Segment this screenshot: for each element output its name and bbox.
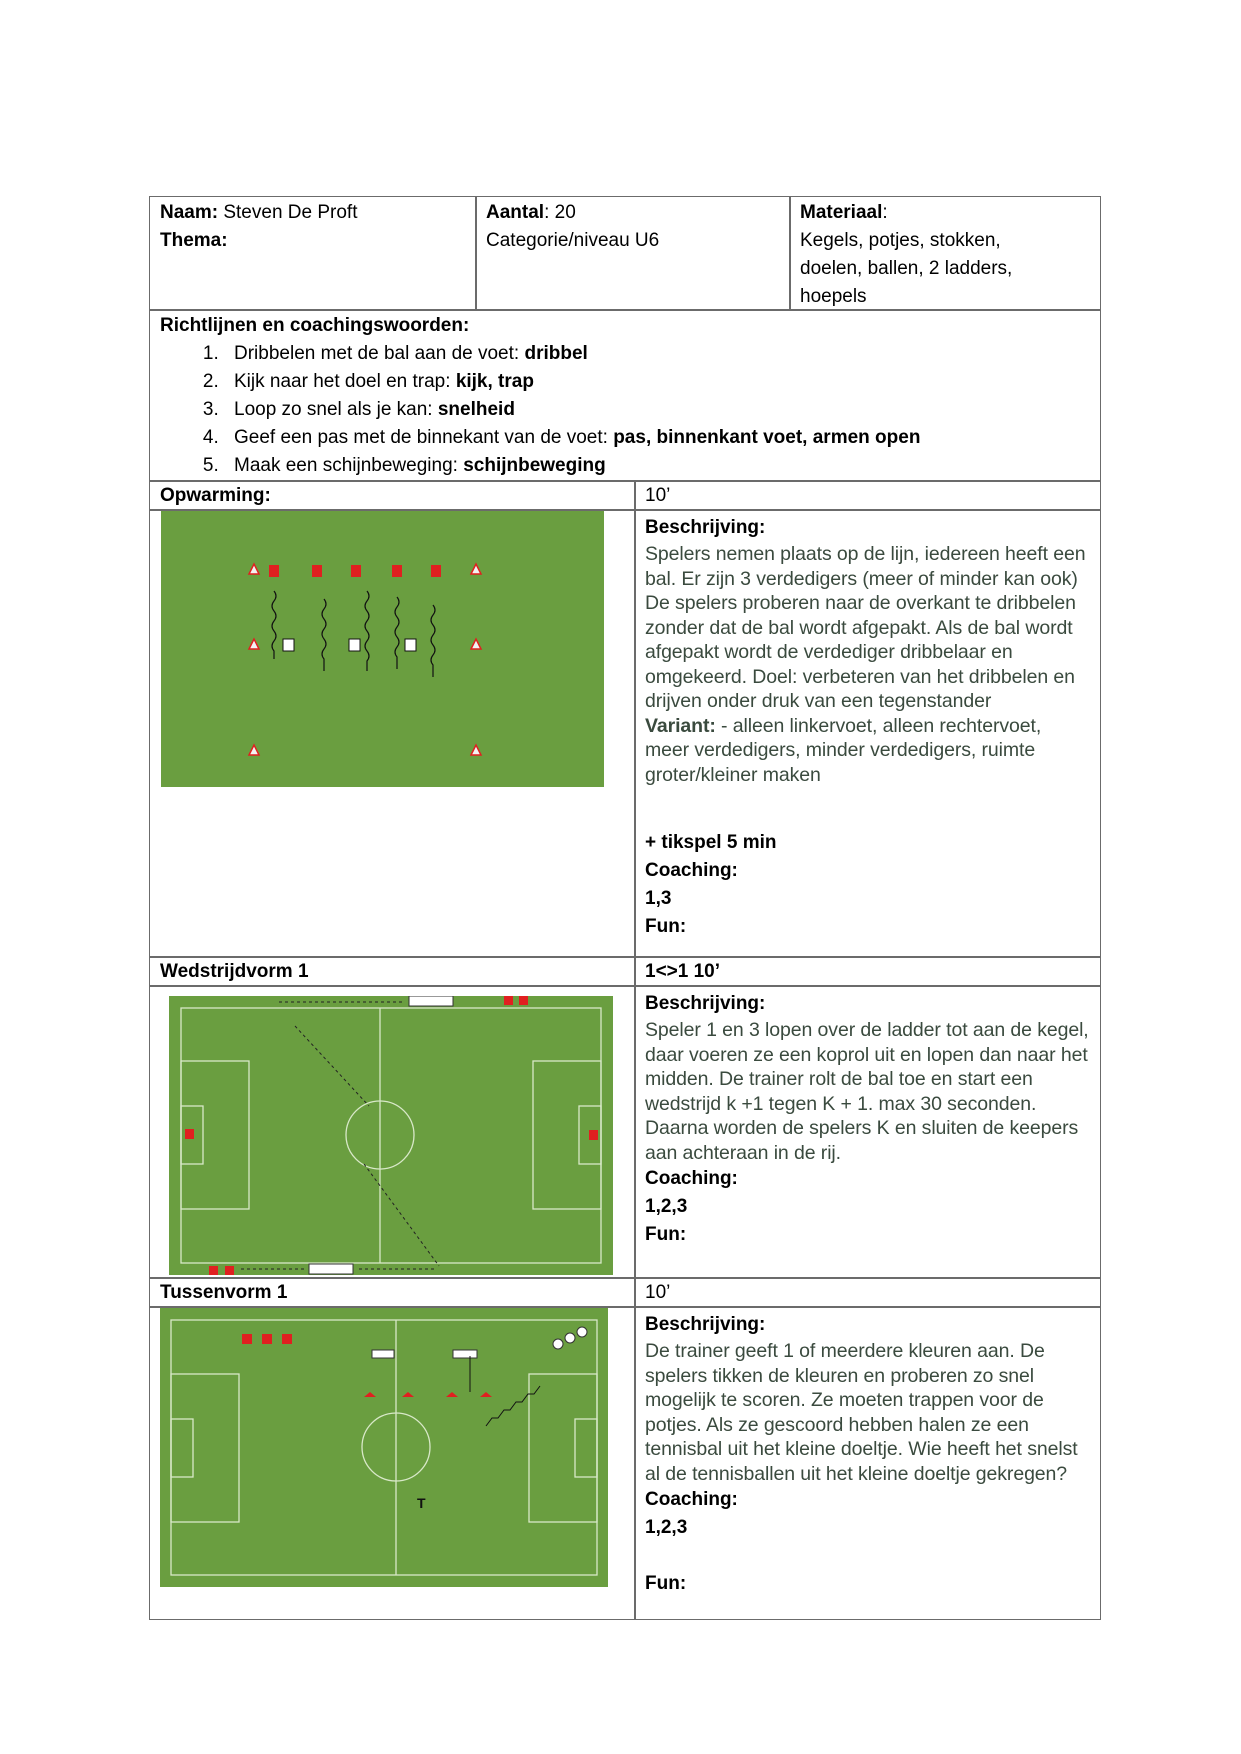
materiaal-colon: : xyxy=(882,202,888,223)
player-shirt-icons xyxy=(185,996,598,1275)
section-diagram-cell xyxy=(149,509,636,958)
categorie: Categorie/niveau U6 xyxy=(486,230,660,251)
section-title: Opwarming: xyxy=(149,480,636,511)
fun-label: Fun: xyxy=(645,916,687,937)
coaching-value: 1,3 xyxy=(645,888,672,909)
section-title: Tussenvorm 1 xyxy=(149,1277,636,1308)
naam-label: Naam: xyxy=(160,202,219,223)
section-diagram-cell xyxy=(149,985,636,1279)
defender-markers xyxy=(282,638,417,652)
color-marker-icons xyxy=(364,1392,492,1397)
pitch-background xyxy=(161,511,604,787)
beschrijving-label: Beschrijving: xyxy=(645,993,766,1014)
coaching-label: Coaching: xyxy=(645,1489,738,1510)
richtlijnen-cell: Richtlijnen en coachingswoorden: Dribbel… xyxy=(149,309,1101,482)
pitch-background xyxy=(169,996,613,1275)
ball-icons xyxy=(552,1326,588,1350)
naam-value: Steven De Proft xyxy=(223,202,358,223)
info-materiaal-cell: Materiaal: Kegels, potjes, stokken, doel… xyxy=(789,196,1101,311)
info-name-cell: Naam: Steven De Proft Thema: xyxy=(149,196,477,311)
materiaal-value: Kegels, potjes, stokken, doelen, ballen,… xyxy=(800,230,1013,307)
aantal-value: : 20 xyxy=(544,202,576,223)
extra-label: + tikspel 5 min xyxy=(645,832,777,853)
richtlijn-item: Loop zo snel als je kan: snelheid xyxy=(224,396,1090,424)
richtlijn-item: Kijk naar het doel en trap: kijk, trap xyxy=(224,368,1090,396)
thema-label: Thema: xyxy=(160,230,228,251)
richtlijnen-title: Richtlijnen en coachingswoorden: xyxy=(160,315,470,336)
section-duration: 10’ xyxy=(634,480,1101,511)
info-aantal-cell: Aantal: 20 Categorie/niveau U6 xyxy=(475,196,791,311)
section-duration: 10’ xyxy=(634,1277,1101,1308)
arrows xyxy=(469,1356,541,1427)
section-text-cell: Beschrijving: De trainer geeft 1 of meer… xyxy=(634,1306,1101,1620)
coaching-label: Coaching: xyxy=(645,860,738,881)
richtlijnen-list: Dribbelen met de bal aan de voet: dribbe… xyxy=(160,340,1090,480)
player-shirt-icons xyxy=(269,565,441,577)
description: Speler 1 en 3 lopen over de ladder tot a… xyxy=(645,1019,1089,1164)
intermediate-diagram: T xyxy=(160,1308,608,1587)
pitch-lines xyxy=(180,1007,602,1264)
coaching-value: 1,2,3 xyxy=(645,1517,688,1538)
description: Spelers nemen plaats op de lijn, iederee… xyxy=(645,543,1086,786)
beschrijving-label: Beschrijving: xyxy=(645,517,766,538)
coaching-value: 1,2,3 xyxy=(645,1196,688,1217)
section-diagram-cell xyxy=(149,1306,636,1620)
section-text-cell: Beschrijving: Spelers nemen plaats op de… xyxy=(634,509,1101,958)
fun-label: Fun: xyxy=(645,1573,687,1594)
section-duration: 1<>1 10’ xyxy=(634,956,1101,987)
richtlijn-item: Geef een pas met de binnekant van de voe… xyxy=(224,424,1090,452)
section-title: Wedstrijdvorm 1 xyxy=(149,956,636,987)
materiaal-label: Materiaal xyxy=(800,202,883,223)
variant-label: Variant: xyxy=(645,714,716,737)
small-goal-icons xyxy=(371,1349,478,1359)
coaching-label: Coaching: xyxy=(645,1168,738,1189)
player-shirt-icons xyxy=(242,1334,292,1344)
warmup-diagram xyxy=(161,511,604,787)
richtlijn-item: Maak een schijnbeweging: schijnbeweging xyxy=(224,452,1090,480)
section-text-cell: Beschrijving: Speler 1 en 3 lopen over d… xyxy=(634,985,1101,1279)
fun-label: Fun: xyxy=(645,1224,687,1245)
description: De trainer geeft 1 of meerdere kleuren a… xyxy=(645,1340,1078,1485)
run-arrows xyxy=(241,1001,440,1270)
dribble-arrows xyxy=(271,590,436,677)
match-diagram xyxy=(169,996,613,1275)
trainer-marker: T xyxy=(417,1495,426,1511)
ladder-icons xyxy=(308,996,454,1275)
pitch-lines xyxy=(170,1319,598,1576)
aantal-label: Aantal xyxy=(486,202,545,223)
richtlijn-item: Dribbelen met de bal aan de voet: dribbe… xyxy=(224,340,1090,368)
cone-icons xyxy=(247,562,483,756)
beschrijving-label: Beschrijving: xyxy=(645,1314,766,1335)
